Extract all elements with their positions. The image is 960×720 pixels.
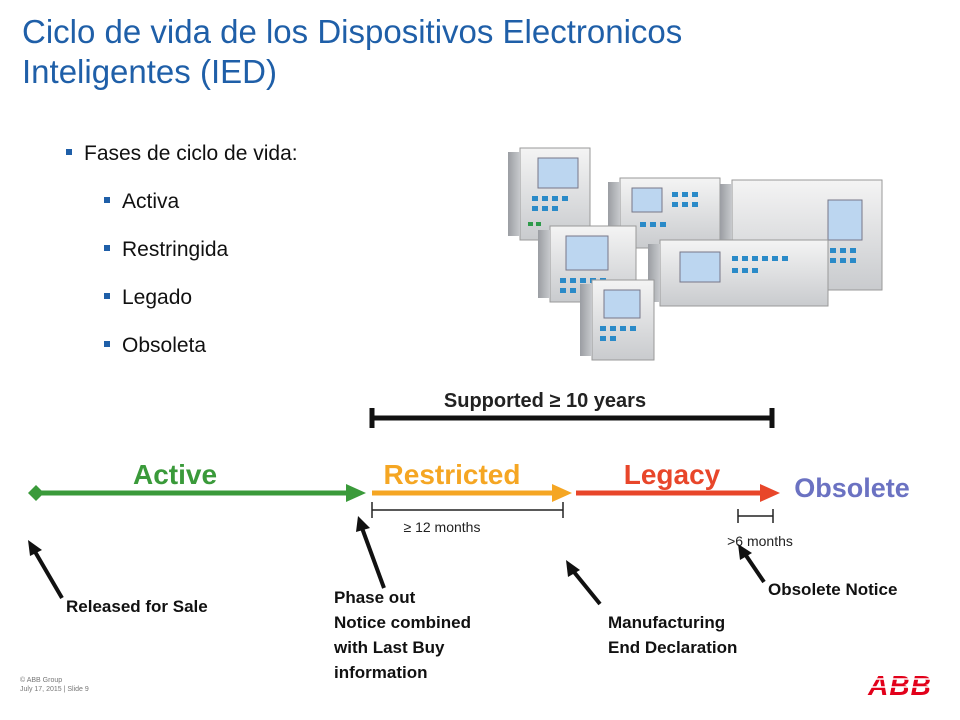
- obsolete-duration-label: >6 months: [727, 533, 793, 549]
- legacy-phase-arrow: [576, 484, 780, 502]
- supported-label: Supported ≥ 10 years: [444, 390, 646, 412]
- title-line-1: Ciclo de vida de los Dispositivos Electr…: [22, 13, 683, 50]
- ied-device-5: [648, 239, 829, 307]
- event-pointers: [28, 516, 766, 606]
- footer-copyright: © ABB Group: [20, 677, 63, 684]
- bullet-heading: Fases de ciclo de vida:: [66, 142, 298, 166]
- active-phase-arrow: [28, 484, 366, 502]
- bullet-item-activa: Activa: [104, 190, 179, 214]
- bullet-heading-text: Fases de ciclo de vida:: [84, 142, 298, 165]
- ied-device-6: [580, 279, 655, 361]
- footer-date-slide: July 17, 2015 | Slide 9: [20, 686, 89, 693]
- lifecycle-timeline: Supported ≥ 10 years Active Restricted L…: [28, 390, 910, 680]
- abb-logo: ABB: [862, 670, 938, 698]
- pointer-released-head: [28, 540, 42, 556]
- event-manufacturing-line1: Manufacturing: [608, 613, 725, 632]
- restricted-phase-arrow: [372, 484, 572, 502]
- bullet-square-icon: [104, 293, 110, 300]
- bullet-square-icon: [104, 197, 110, 204]
- obsolete-duration-bracket: [737, 509, 774, 523]
- slide-footer: © ABB Group July 17, 2015 | Slide 9: [20, 676, 89, 694]
- phase-label-obsolete: Obsolete: [794, 473, 910, 503]
- event-phase-out-line4: information: [334, 663, 428, 680]
- ied-devices-photo: [508, 147, 883, 361]
- pointer-obsolete-notice: [743, 552, 766, 584]
- abb-logo-text: ABB: [867, 670, 932, 698]
- restricted-duration-label: ≥ 12 months: [404, 519, 481, 535]
- bullet-item-text: Obsoleta: [122, 334, 207, 357]
- restricted-duration-bracket: [371, 502, 564, 518]
- event-phase-out-line1: Phase out: [334, 588, 416, 607]
- slide-title: Ciclo de vida de los Dispositivos Electr…: [22, 12, 922, 92]
- bullet-square-icon: [104, 341, 110, 348]
- bullet-item-restringida: Restringida: [104, 238, 228, 262]
- event-phase-out-line2: Notice combined: [334, 613, 471, 632]
- pointer-obsolete-notice-head: [738, 544, 752, 560]
- bullet-item-text: Legado: [122, 286, 193, 309]
- event-manufacturing-line2: End Declaration: [608, 638, 737, 657]
- bullet-item-text: Restringida: [122, 238, 229, 261]
- bullet-square-icon: [104, 245, 110, 252]
- pointer-phase-out: [360, 527, 386, 589]
- pointer-manufacturing-head: [566, 560, 580, 577]
- supported-bracket: [369, 408, 775, 428]
- pointer-released: [32, 548, 64, 600]
- event-obsolete-notice: Obsolete Notice: [768, 580, 897, 599]
- phase-label-restricted: Restricted: [384, 459, 521, 490]
- event-released-for-sale: Released for Sale: [66, 597, 208, 616]
- pointer-manufacturing: [572, 570, 602, 606]
- abb-logo-stripes: [862, 678, 938, 688]
- title-line-2: Inteligentes (IED): [22, 53, 277, 90]
- pointer-phase-out-head: [356, 516, 370, 532]
- bullet-item-text: Activa: [122, 190, 180, 213]
- phase-label-legacy: Legacy: [624, 459, 721, 490]
- event-phase-out-line3: with Last Buy: [333, 638, 445, 657]
- bullet-square-icon: [66, 149, 72, 156]
- bullet-item-legado: Legado: [104, 286, 192, 310]
- phase-label-active: Active: [133, 459, 217, 490]
- ied-device-1: [508, 147, 591, 241]
- bullet-item-obsoleta: Obsoleta: [104, 334, 206, 358]
